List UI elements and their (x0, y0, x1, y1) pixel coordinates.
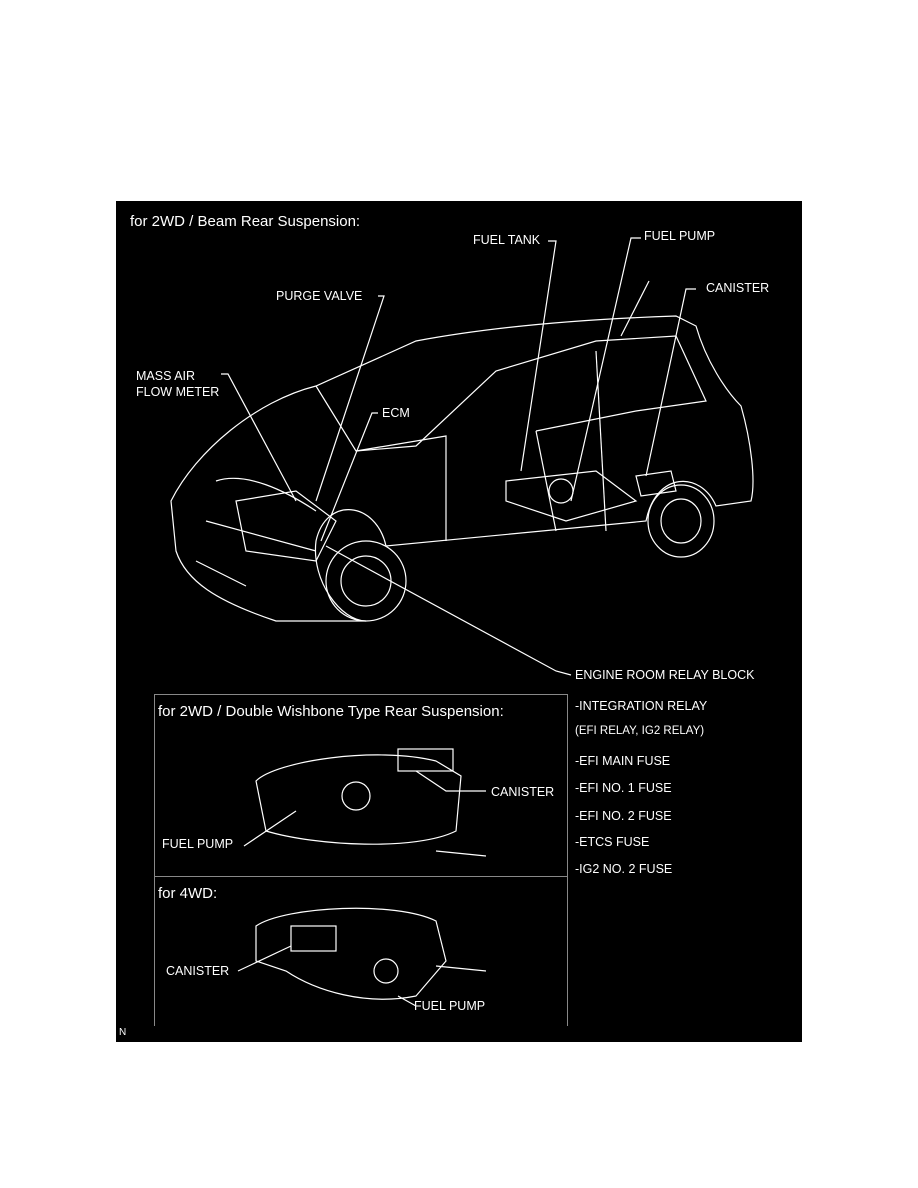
relay-item: -ETCS FUSE (575, 835, 650, 849)
label-mass-air-2: FLOW METER (136, 385, 220, 399)
relay-item: -IG2 NO. 2 FUSE (575, 862, 673, 876)
inset-4wd-title: for 4WD: (158, 885, 218, 902)
label-fuel-tank: FUEL TANK (473, 233, 541, 247)
label-purge-valve: PURGE VALVE (276, 289, 363, 303)
inset-4wd-panel (154, 876, 568, 1026)
label-mass-air-1: MASS AIR (136, 369, 196, 383)
component-location-diagram: for 2WD / Beam Rear Suspension: FUEL TAN… (116, 201, 802, 1042)
inset-tank-4wd (255, 907, 487, 1000)
inset-4wd-canister-label: CANISTER (166, 964, 230, 978)
inset-wishbone-title: for 2WD / Double Wishbone Type Rear Susp… (158, 703, 504, 720)
label-ecm: ECM (382, 406, 410, 420)
inset-wishbone-panel (154, 694, 568, 877)
inset-tank-wishbone (255, 754, 487, 857)
relay-item: (EFI RELAY, IG2 RELAY) (575, 725, 705, 737)
inset-wishbone-canister-label: CANISTER (491, 785, 555, 799)
corner-mark: N (119, 1027, 127, 1038)
leader-lines (221, 237, 696, 676)
car-outline (170, 315, 754, 622)
label-canister: CANISTER (706, 281, 770, 295)
label-relay-block: ENGINE ROOM RELAY BLOCK (575, 668, 755, 682)
relay-item: -EFI MAIN FUSE (575, 754, 671, 768)
inset-4wd-fuel-pump-label: FUEL PUMP (414, 999, 486, 1013)
relay-item: -EFI NO. 1 FUSE (575, 781, 672, 795)
relay-item: -INTEGRATION RELAY (575, 699, 708, 713)
label-fuel-pump: FUEL PUMP (644, 229, 716, 243)
inset-wishbone-fuel-pump-label: FUEL PUMP (162, 837, 234, 851)
vehicle-illustration (170, 237, 754, 1007)
main-section-title: for 2WD / Beam Rear Suspension: (130, 213, 361, 230)
relay-item: -EFI NO. 2 FUSE (575, 809, 672, 823)
